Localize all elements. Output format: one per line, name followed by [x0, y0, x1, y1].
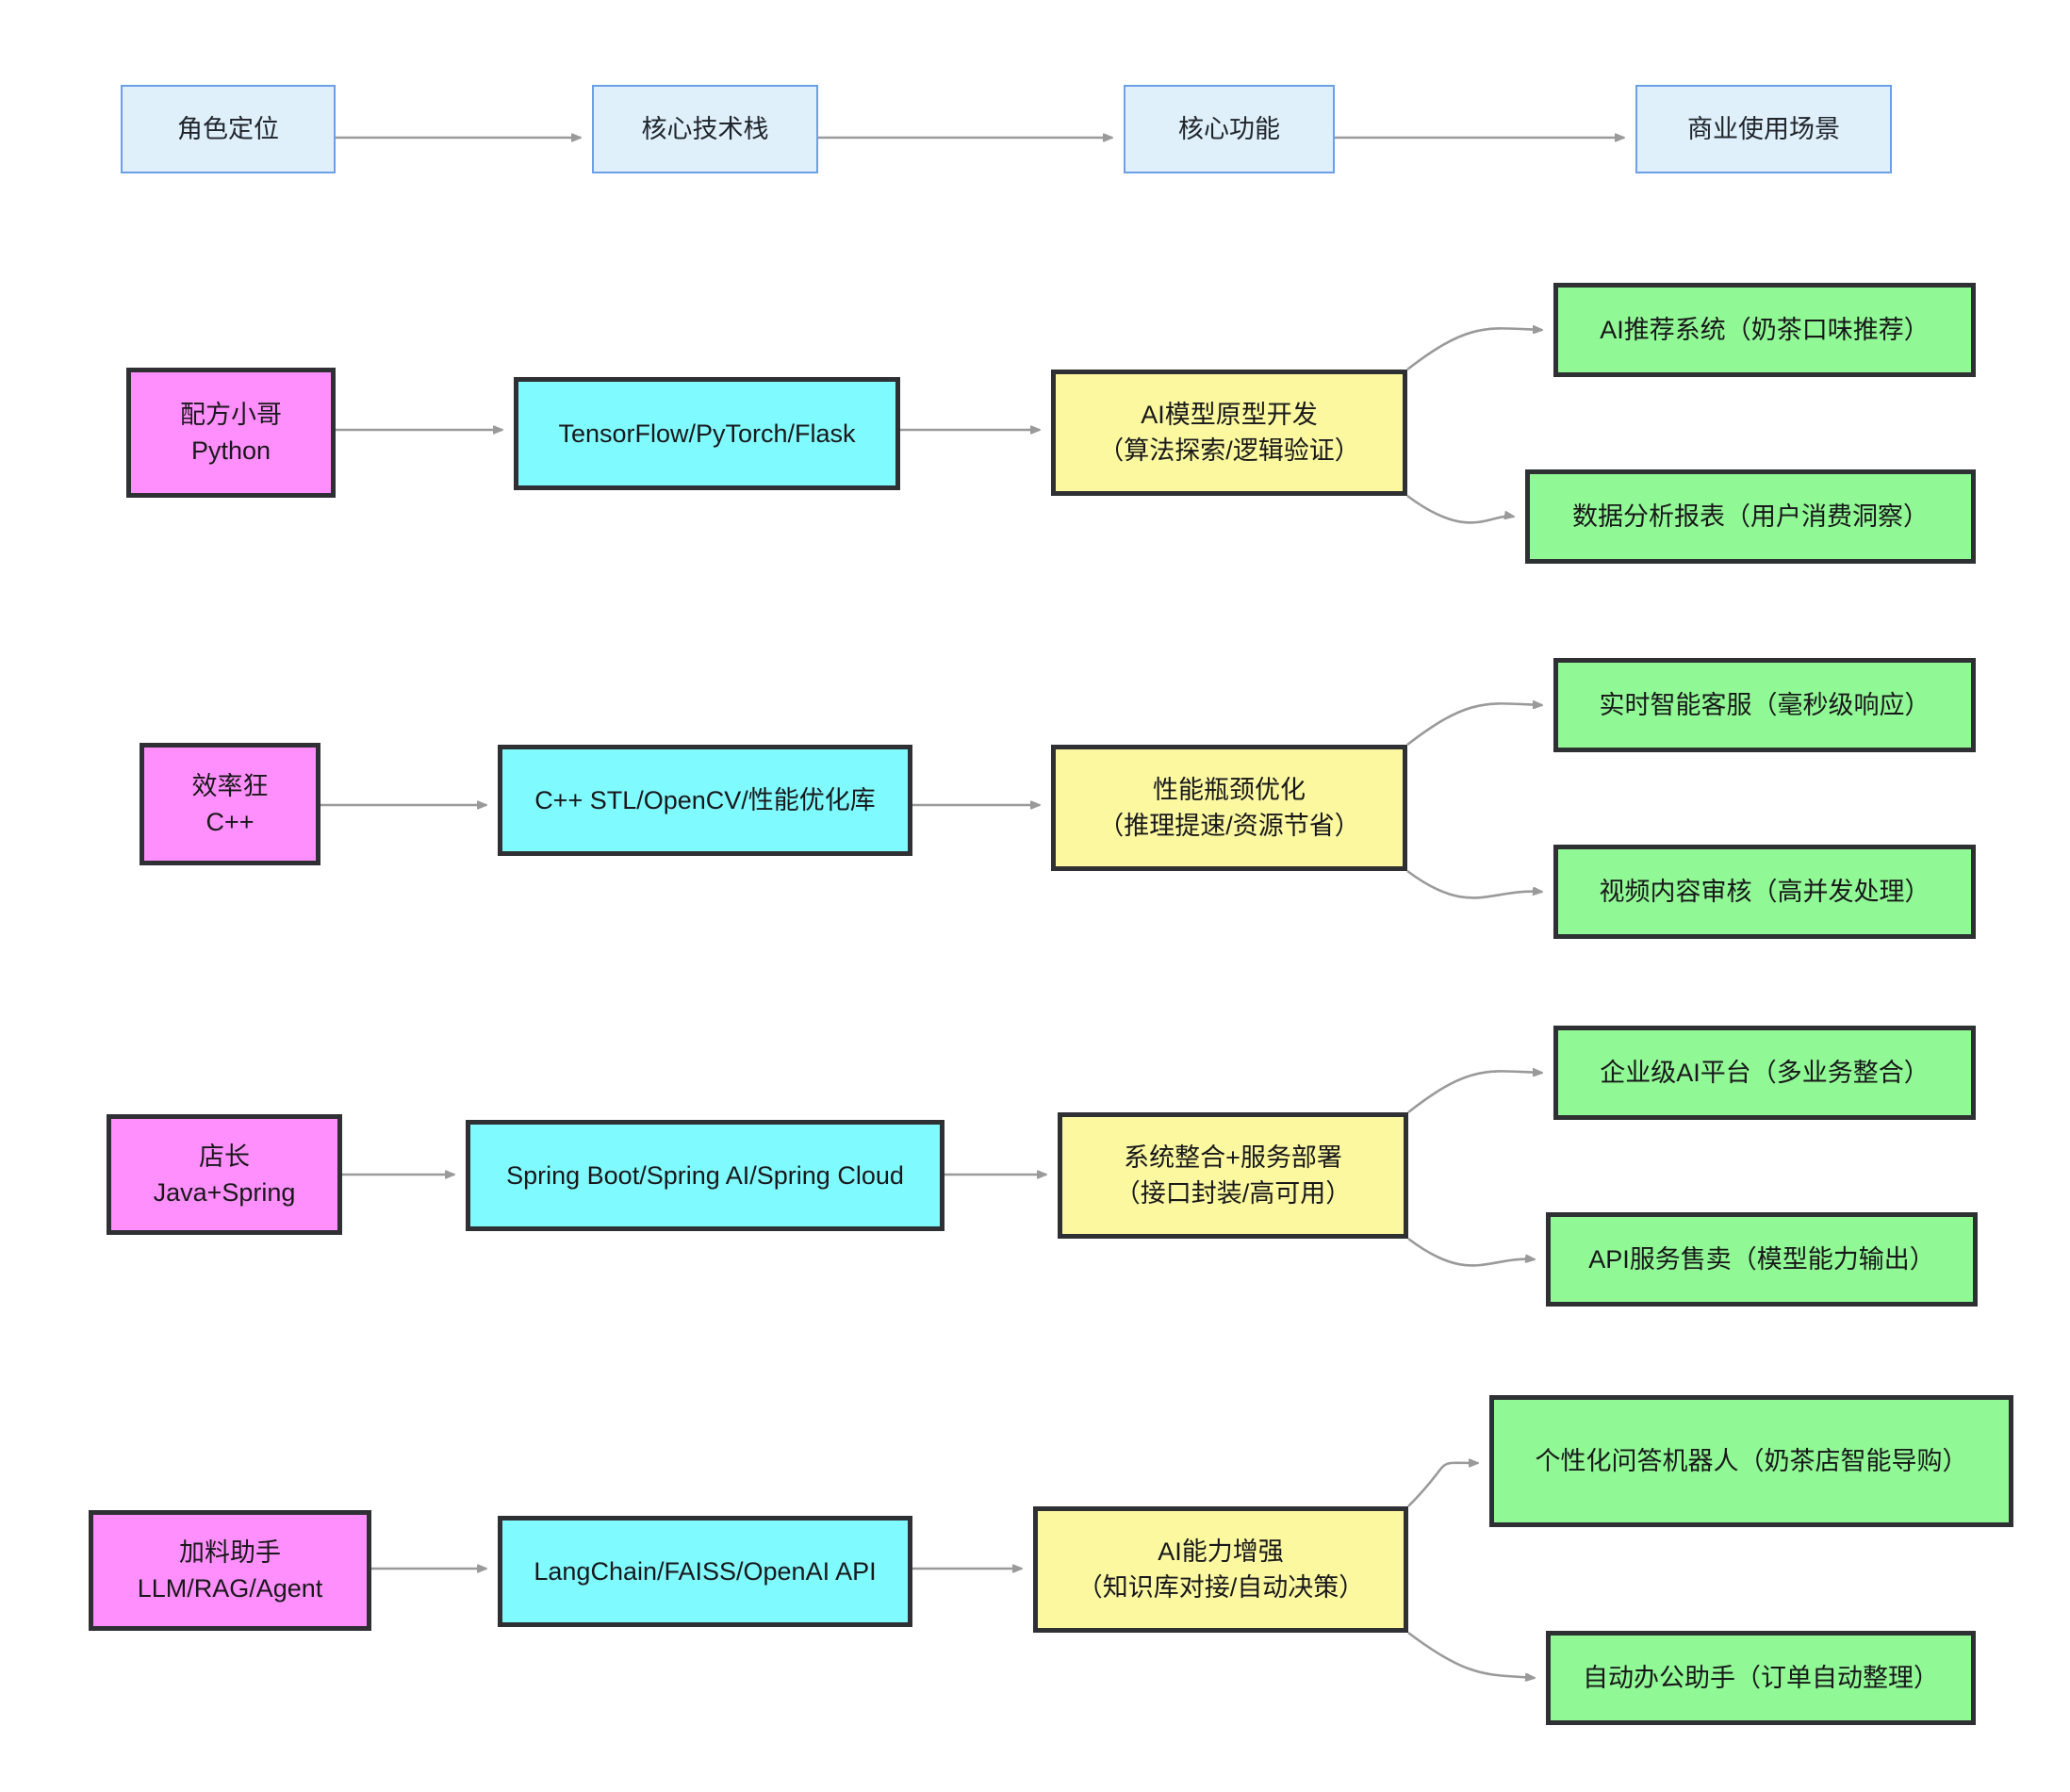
node-label: LangChain/FAISS/OpenAI API: [534, 1556, 877, 1586]
node-label: 个性化问答机器人（奶茶店智能导购）: [1535, 1446, 1968, 1475]
outcome-node-api-service-sales[interactable]: API服务售卖（模型能力输出）: [1546, 1212, 1978, 1307]
header-node-core-function[interactable]: 核心功能: [1124, 85, 1335, 173]
header-label: 商业使用场景: [1687, 114, 1840, 143]
node-label: AI推荐系统（奶茶口味推荐）: [1600, 315, 1930, 344]
tech-node-cpp-stack[interactable]: C++ STL/OpenCV/性能优化库: [498, 745, 912, 856]
header-label: 角色定位: [177, 114, 279, 143]
node-label: 自动办公助手（订单自动整理）: [1583, 1663, 1939, 1692]
node-label: 加料助手 LLM/RAG/Agent: [137, 1537, 323, 1603]
node-label: 店长 Java+Spring: [153, 1142, 296, 1207]
node-label: 企业级AI平台（多业务整合）: [1600, 1058, 1930, 1087]
edge-r4-cap-out1: [1407, 1463, 1478, 1507]
node-label: TensorFlow/PyTorch/Flask: [558, 419, 856, 448]
role-node-llm[interactable]: 加料助手 LLM/RAG/Agent: [89, 1510, 371, 1631]
node-label: 性能瓶颈优化 （推理提速/资源节省）: [1098, 775, 1360, 840]
capability-node-model-prototyping[interactable]: AI模型原型开发 （算法探索/逻辑验证）: [1051, 370, 1407, 496]
tech-node-java-stack[interactable]: Spring Boot/Spring AI/Spring Cloud: [466, 1120, 945, 1231]
edge-r4-cap-out2: [1407, 1631, 1535, 1678]
edge-r1-cap-out2: [1406, 494, 1514, 524]
role-node-cpp[interactable]: 效率狂 C++: [140, 743, 320, 865]
edge-r2-cap-out1: [1406, 703, 1542, 747]
node-label: 系统整合+服务部署 （接口封装/高可用）: [1114, 1143, 1352, 1208]
role-node-java[interactable]: 店长 Java+Spring: [107, 1114, 342, 1235]
capability-node-ai-capability-enhancement[interactable]: AI能力增强 （知识库对接/自动决策）: [1033, 1506, 1408, 1633]
outcome-node-realtime-customer-service[interactable]: 实时智能客服（毫秒级响应）: [1553, 658, 1976, 752]
outcome-node-data-analytics-report[interactable]: 数据分析报表（用户消费洞察）: [1525, 469, 1976, 564]
node-label: AI模型原型开发 （算法探索/逻辑验证）: [1098, 400, 1360, 465]
node-label: API服务售卖（模型能力输出）: [1588, 1244, 1935, 1274]
edge-r3-cap-out2: [1407, 1237, 1535, 1267]
outcome-node-enterprise-ai-platform[interactable]: 企业级AI平台（多业务整合）: [1553, 1026, 1976, 1120]
node-label: C++ STL/OpenCV/性能优化库: [534, 785, 876, 814]
tech-node-llm-stack[interactable]: LangChain/FAISS/OpenAI API: [498, 1516, 912, 1627]
outcome-node-ai-recommendation[interactable]: AI推荐系统（奶茶口味推荐）: [1553, 283, 1976, 377]
capability-node-performance-optimization[interactable]: 性能瓶颈优化 （推理提速/资源节省）: [1051, 745, 1407, 871]
edge-r2-cap-out2: [1406, 869, 1542, 899]
edge-r1-cap-out1: [1406, 328, 1542, 371]
outcome-node-personalized-qa-bot[interactable]: 个性化问答机器人（奶茶店智能导购）: [1489, 1395, 2013, 1527]
tech-node-python-stack[interactable]: TensorFlow/PyTorch/Flask: [514, 377, 900, 490]
header-node-business-scenario[interactable]: 商业使用场景: [1635, 85, 1892, 173]
node-label: 效率狂 C++: [191, 771, 269, 836]
edge-r3-cap-out1: [1407, 1071, 1542, 1114]
node-label: Spring Boot/Spring AI/Spring Cloud: [506, 1160, 904, 1190]
header-label: 核心技术栈: [641, 114, 769, 143]
header-label: 核心功能: [1178, 114, 1280, 143]
role-node-python[interactable]: 配方小哥 Python: [126, 368, 336, 498]
node-label: AI能力增强 （知识库对接/自动决策）: [1076, 1537, 1365, 1602]
node-label: 数据分析报表（用户消费洞察）: [1572, 501, 1929, 531]
node-label: 实时智能客服（毫秒级响应）: [1599, 690, 1930, 719]
header-node-role-positioning[interactable]: 角色定位: [121, 85, 336, 173]
header-node-core-tech-stack[interactable]: 核心技术栈: [592, 85, 818, 173]
outcome-node-video-content-moderation[interactable]: 视频内容审核（高并发处理）: [1553, 845, 1976, 939]
node-label: 视频内容审核（高并发处理）: [1599, 877, 1930, 906]
capability-node-system-integration[interactable]: 系统整合+服务部署 （接口封装/高可用）: [1058, 1112, 1408, 1239]
node-label: 配方小哥 Python: [180, 400, 282, 465]
outcome-node-automated-office-assistant[interactable]: 自动办公助手（订单自动整理）: [1546, 1631, 1976, 1725]
